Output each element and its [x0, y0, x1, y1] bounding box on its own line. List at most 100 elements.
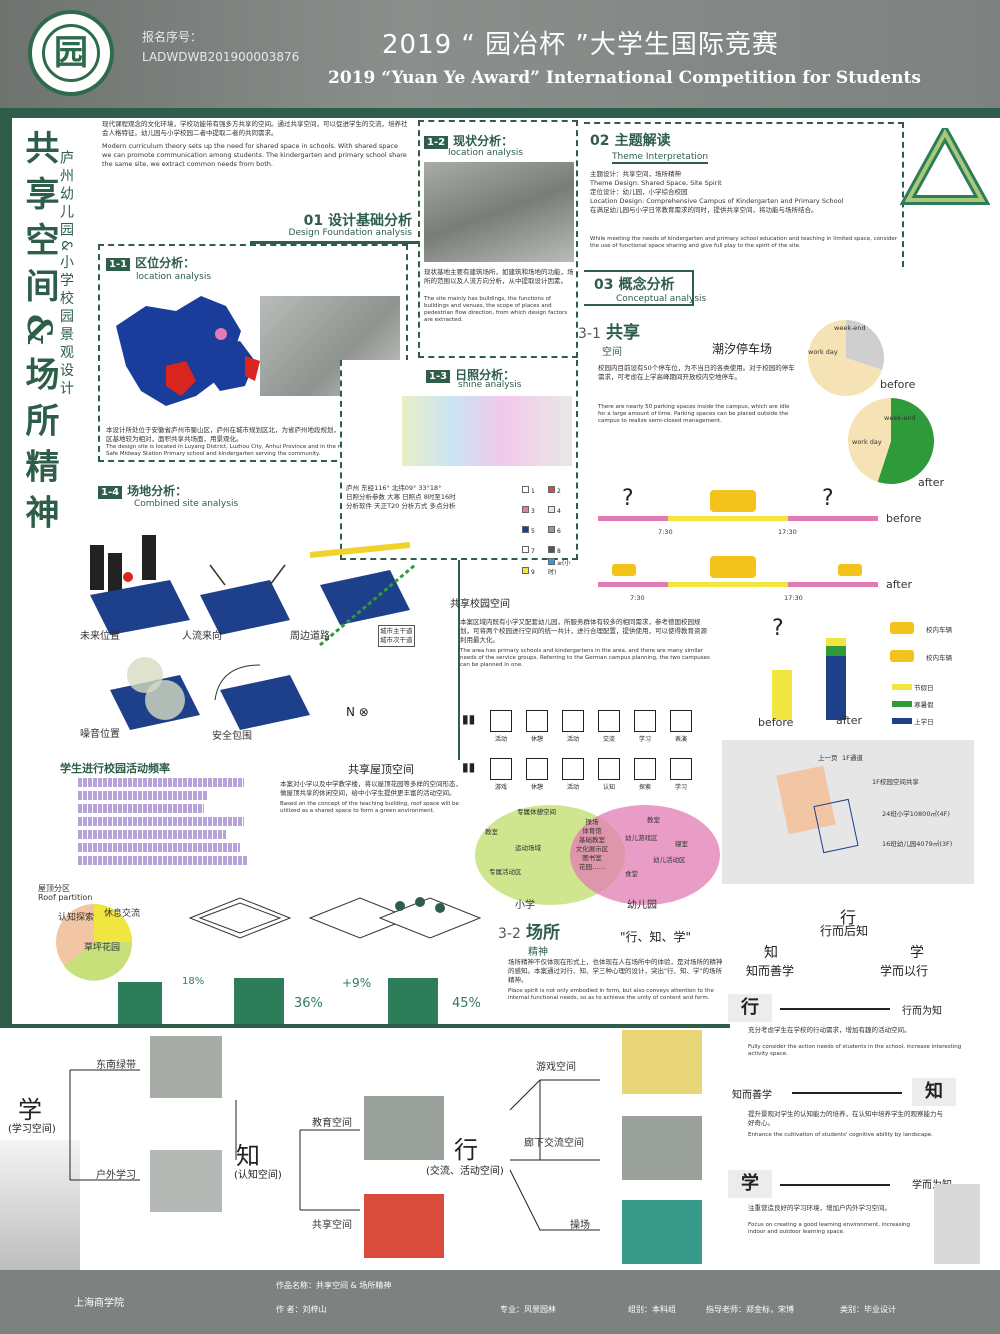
footer-teacher: 指导老师：郑金标，宋博 — [706, 1305, 794, 1314]
shared-campus-en: The area has primary schools and kinderg… — [460, 648, 710, 668]
zhi-sub: 知而善学 — [732, 1090, 772, 1101]
person-pair-icon: ▮▮ — [462, 760, 476, 774]
venn-left-item-1: 运动场域 — [515, 844, 541, 852]
xing-line — [780, 1008, 890, 1010]
competition-title-cn: 2019 “ 园冶杯 ”大学生国际竞赛 — [382, 30, 779, 60]
venn-mid-item: 图书室 — [582, 854, 602, 862]
section03-header: 03 概念分析 Conceptual analysis — [584, 270, 884, 308]
shine-legend-label: 8 — [557, 548, 561, 555]
xing-sub: 行而为知 — [902, 1006, 942, 1017]
shine-legend-item: 1 — [522, 486, 548, 495]
shine-legend-item: 3 — [522, 506, 548, 515]
status-panel: 1-2 现状分析： location analysis 现状基地主要有建筑场所，… — [418, 120, 578, 358]
venn-right-item-4: 寝室 — [675, 840, 688, 848]
xue-en: Focus on creating a good learning enviro… — [748, 1222, 910, 1235]
intro-panel: 现代课程观念的文化环境，学校功能带有强多方共享的空间。通过共享空间，可以促进学生… — [100, 118, 410, 198]
north-icon: N ⊗ — [346, 705, 369, 719]
noise-diagram — [110, 657, 200, 730]
activity-row-1: 活动休憩活动交流学习表演▮▮ — [462, 710, 712, 750]
calli-top2: 行而后知 — [820, 924, 869, 938]
s1-1-en-text: The design site is located in Luyang Dis… — [106, 444, 400, 457]
venn-label-kindergarten: 幼儿园 — [627, 900, 657, 911]
venn-mid-item: 花园…… — [579, 863, 605, 871]
footer: 上海商学院 作品名称：共享空间 & 场所精神 作 者：刘梓山 专业：风景园林 组… — [0, 1270, 1000, 1334]
tree-xing-sub: (交流、活动空间) — [426, 1166, 504, 1177]
percent-comparison: 18% 36% +9% 45% — [118, 976, 488, 1028]
shared-campus-panel: 本案区域内既有小学又配套幼儿园，所服务群体有较多的相同需求，参考德国校园规划，可… — [460, 618, 710, 708]
shine-legend-label: 3 — [531, 508, 535, 515]
cycle-diagram — [900, 128, 990, 205]
activity-label: 休憩 — [530, 784, 543, 791]
school-logo: 园 — [28, 10, 114, 96]
shine-legend-swatch — [548, 546, 555, 553]
shared-roof-en: Based on the concept of the teaching bui… — [280, 801, 459, 814]
activity-icon — [670, 758, 692, 780]
shine-legend-label: 4 — [557, 508, 561, 515]
pie-before-caption: before — [880, 378, 916, 391]
venn-mid-item: 基础教室 — [579, 836, 605, 844]
shine-legend-item: 7 — [522, 546, 548, 555]
connector-line — [458, 560, 460, 760]
footer-author: 作 者：刘梓山 — [276, 1305, 327, 1314]
shine-legend-swatch — [548, 486, 555, 493]
shared-roof-text: 本案对小学以及中学教学楼，将以屋顶花园等多样的空间形态，做屋顶共享的休闲空间，给… — [280, 780, 462, 797]
xue-text: 注重营造良好的学习环境，增加户内外学习空间。 — [748, 1204, 891, 1212]
activity-icon — [490, 758, 512, 780]
branch-image-3 — [364, 1194, 444, 1258]
tree-branch-2: 教育空间 — [312, 1118, 352, 1129]
roof-3d-diagram — [188, 897, 482, 939]
shine-legend-label: 5 — [531, 528, 535, 535]
stack-legend-0: 校内车辆 — [926, 626, 952, 634]
roof-pie-label-2: 草坪花园 — [84, 943, 121, 953]
timeline-after-label: after — [886, 578, 913, 591]
branch-image-0 — [150, 1036, 222, 1098]
tree-branch-3: 共享空间 — [312, 1220, 352, 1231]
zhi-line — [792, 1092, 902, 1094]
pie-after-workday: work day — [852, 438, 882, 446]
future-position-diagram — [90, 535, 190, 635]
plan-label-0: 1F校园空间共享 — [872, 778, 919, 786]
venn-right-item-2: 幼儿活动区 — [653, 856, 686, 864]
xue-char: 学 — [728, 1170, 772, 1198]
stack-q: ? — [772, 616, 784, 641]
activity-icon — [562, 758, 584, 780]
safety-diagram — [214, 664, 310, 730]
tree-branch-0: 东南绿带 — [96, 1060, 136, 1071]
header-band — [0, 108, 1000, 118]
bus-icon-after — [710, 556, 756, 578]
activity-icon — [598, 758, 620, 780]
site-label-noise: 噪音位置 — [80, 729, 120, 740]
activity-label: 活动 — [566, 736, 579, 743]
stacked-bars: ? 校内车辆 校内车辆 节假日 寒暑假 上学日 — [758, 616, 978, 726]
activity-label: 休憩 — [530, 736, 543, 743]
climber-image — [0, 1140, 80, 1270]
venn-mid-items: 操场体育馆基础教室文化展示区图书室花园…… — [567, 818, 617, 872]
shine-legend-item: 2 — [548, 486, 574, 495]
activity-label: 活动 — [494, 736, 507, 743]
zhi-text: 提升景观对学生的认知能力的培养，在认知中培养学生的观察能力与好奇心。 — [748, 1110, 943, 1127]
venn-left-title: 专属休憩空间 — [517, 808, 556, 816]
freq-bar — [78, 804, 204, 813]
s1-2-text: 现状基地主要有建筑场所，如建筑和场地的功能，场所的范围以及人流方向分析，从中提取… — [424, 268, 574, 285]
roads-diagram — [309, 542, 416, 647]
freq-bar — [78, 843, 240, 852]
shine-legend-item: 9 — [522, 567, 548, 576]
shine-legend-label: 7 — [531, 548, 535, 555]
china-map — [116, 296, 241, 406]
taxi-icon-after — [838, 564, 862, 576]
shine-legend-swatch — [548, 526, 555, 533]
plan-label-3: 上一页 — [818, 754, 838, 762]
activity-item: 交流 — [594, 710, 624, 743]
section01-title: 01 设计基础分析 — [303, 213, 412, 229]
timeline-after-school — [668, 582, 788, 587]
province-map — [205, 341, 260, 391]
bar-after-holiday — [826, 638, 846, 646]
shine-legend-label: 6 — [557, 528, 561, 535]
pie-slice — [848, 398, 891, 482]
footer-category: 类别：毕业设计 — [840, 1305, 896, 1314]
venn-svg — [475, 805, 720, 905]
xing-char: 行 — [728, 994, 772, 1022]
activity-icon — [634, 710, 656, 732]
activity-label: 学习 — [638, 736, 651, 743]
roof-pie — [56, 904, 133, 981]
